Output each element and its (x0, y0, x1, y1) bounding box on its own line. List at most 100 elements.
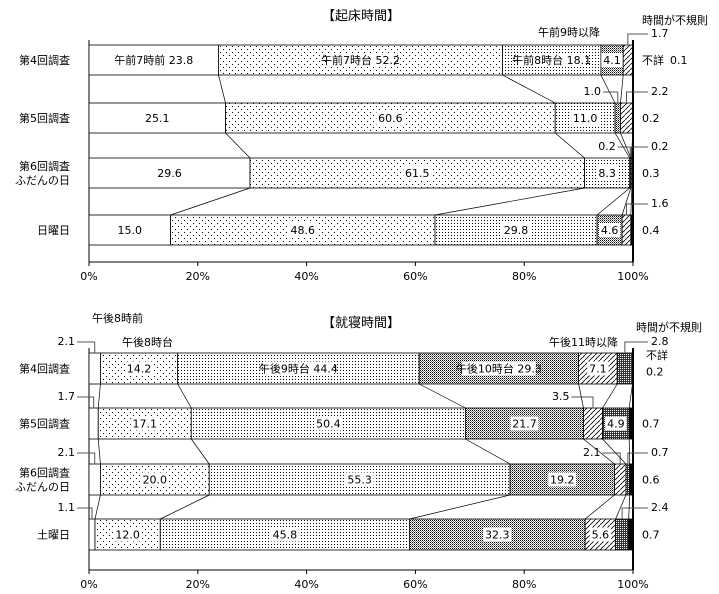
chart-title: 【起床時間】 (322, 9, 400, 24)
label-bg (314, 416, 343, 431)
connector-line (190, 438, 210, 465)
bar-segment (615, 518, 630, 551)
bar-segment (583, 407, 603, 440)
x-tick-label: 100% (617, 578, 648, 591)
bar-segment (88, 518, 96, 551)
connector-line (502, 74, 556, 104)
x-tick-label: 80% (512, 578, 536, 591)
connector-line (419, 383, 466, 409)
connector-line (615, 494, 627, 520)
bar-segment (622, 44, 633, 76)
value-label: 4.1 (603, 54, 621, 67)
value-label: 0.6 (642, 474, 660, 487)
segment-name: 不詳 (642, 53, 664, 67)
leader-line (77, 396, 95, 408)
label-bg (143, 111, 172, 125)
value-label: 61.5 (405, 167, 430, 180)
x-tick-label: 40% (294, 578, 318, 591)
row-label: 第6回調査 (19, 159, 70, 173)
connector-line (628, 383, 633, 409)
label-bg (130, 416, 159, 431)
segment-name: 午後11時以降 (549, 335, 618, 349)
leader-line (77, 507, 93, 519)
label-bg (140, 472, 169, 487)
value-label: 2.2 (651, 85, 669, 98)
x-tick-label: 40% (294, 270, 318, 283)
connector-line (97, 438, 101, 465)
leader-line (627, 452, 648, 464)
connector-line (631, 132, 633, 159)
value-label: 17.1 (133, 418, 158, 431)
connector-line (177, 383, 192, 409)
connector-line (630, 187, 633, 216)
connector-line (614, 132, 631, 159)
bar-segment (614, 463, 627, 496)
label-bg (120, 53, 188, 67)
value-label: 1.0 (584, 85, 602, 98)
label-bg (115, 223, 144, 237)
leader-line (630, 146, 648, 158)
label-bg (548, 472, 577, 487)
bar-segment (630, 214, 634, 246)
value-label: 0.7 (651, 446, 669, 459)
label-bg (605, 416, 627, 431)
bar-segment (628, 407, 634, 440)
leader-line (627, 33, 648, 45)
label-bg (502, 223, 531, 237)
value-label: 2.8 (651, 335, 669, 348)
value-label: 5.6 (592, 529, 610, 542)
value-label: 2.1 (58, 446, 76, 459)
connector-line (628, 494, 631, 520)
bar-segment (628, 518, 633, 551)
x-tick-label: 100% (617, 270, 648, 283)
value-label: 午後10時台 29.3 (456, 362, 542, 376)
connector-line (602, 383, 618, 409)
connector-line (94, 494, 101, 520)
value-label: 0.3 (642, 167, 660, 180)
leader-line (571, 396, 594, 408)
x-tick-label: 60% (403, 578, 427, 591)
bar-segment (632, 102, 634, 134)
connector-line (160, 494, 210, 520)
connector-line (602, 438, 627, 465)
row-label: 第4回調査 (19, 53, 70, 67)
segment-name: 午前9時以降 (538, 25, 600, 39)
connector-line (409, 494, 511, 520)
value-label: 15.0 (118, 224, 143, 237)
value-label: 20.0 (143, 474, 168, 487)
value-label: 0.7 (642, 418, 660, 431)
value-label: 50.4 (316, 418, 341, 431)
connector-line (620, 74, 624, 104)
value-label: 午前7時台 52.2 (321, 53, 400, 67)
value-label: 7.1 (589, 363, 607, 376)
value-label: 12.0 (115, 529, 140, 542)
row-label: 第6回調査 (19, 466, 70, 480)
value-label: 29.8 (504, 224, 529, 237)
value-label: 60.6 (378, 112, 403, 125)
bar-segment (88, 407, 99, 440)
bar-segment (629, 463, 634, 496)
label-bg (483, 527, 512, 542)
row-label: 土曜日 (37, 529, 70, 542)
connector-line (596, 187, 630, 216)
label-bg (326, 53, 394, 67)
value-label: 8.3 (598, 167, 616, 180)
label-bg (589, 527, 612, 542)
value-label: 4.6 (601, 224, 619, 237)
label-bg (125, 361, 154, 376)
connector-line (600, 74, 616, 104)
connector-line (554, 132, 585, 159)
connector-line (620, 132, 632, 159)
segment-name: 不詳 (646, 348, 668, 362)
value-label: 19.2 (550, 474, 575, 487)
label-bg (403, 166, 432, 180)
value-label: 2.4 (651, 501, 669, 514)
value-label: 午前7時前 23.8 (114, 53, 193, 67)
value-label: 2.1 (583, 446, 601, 459)
value-label: 0.2 (646, 366, 664, 379)
bar-segment (616, 352, 633, 385)
leader-line (77, 452, 96, 464)
leader-line (602, 452, 621, 464)
leader-line (77, 341, 96, 353)
bar-segment (621, 214, 632, 246)
